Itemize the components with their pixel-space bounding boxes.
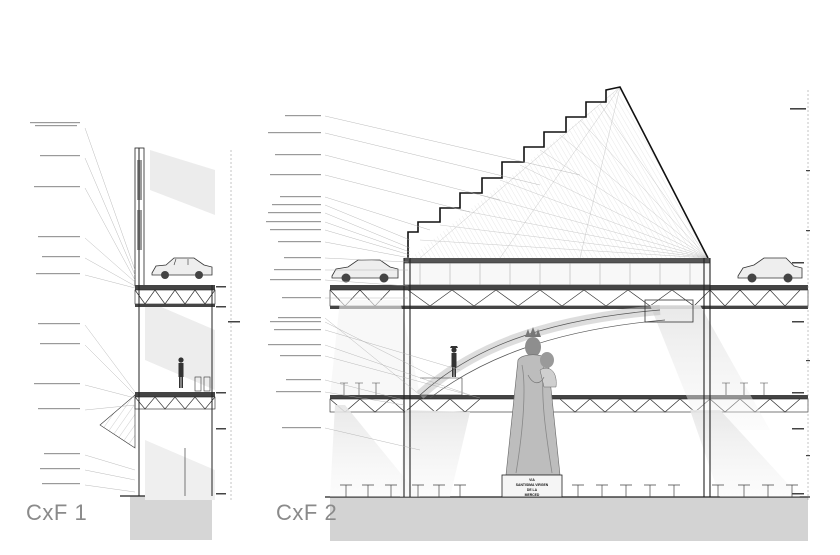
light-shaft: [145, 440, 215, 500]
person-silhouette: [178, 357, 184, 388]
roof-slab: [135, 285, 215, 290]
roof-slab-cxf2: [404, 258, 710, 263]
annotation-marks-cxf1: [30, 122, 80, 485]
suspended-ramp: [416, 299, 694, 399]
level-markers-cxf2: [790, 108, 806, 495]
car-silhouette-right: [737, 257, 803, 283]
section-label-cxf1: CxF 1: [26, 500, 88, 525]
plaque-line-4: MERCED: [525, 493, 540, 497]
section-label-cxf2: CxF 2: [276, 500, 338, 525]
light-beam: [400, 410, 470, 497]
annotation-leaders-cxf2: [324, 115, 581, 451]
virgin-statue: [505, 327, 561, 476]
plaque-line-3: DE LA: [527, 488, 538, 492]
plaque-line-1: VIA: [529, 478, 535, 482]
roof-cables: [419, 86, 709, 259]
ground-furniture: [340, 484, 798, 497]
annotation-leaders-cxf1: [84, 127, 136, 493]
ground-slab-cxf2: [330, 497, 808, 541]
stepped-roof-edge: [407, 86, 709, 259]
light-beam: [690, 410, 800, 497]
ground-slab-cxf1: [130, 496, 212, 540]
light-beam: [330, 300, 420, 395]
person-silhouette: [450, 346, 458, 377]
annotation-marks-cxf2: [266, 115, 321, 429]
car-silhouette-left: [331, 259, 399, 283]
statue-pedestal: [501, 474, 563, 498]
middle-floor-slab: [135, 392, 215, 397]
section-cxf2: VIA SANTISIMA VIRGEN DE LA MERCED: [266, 86, 810, 541]
car-silhouette: [151, 257, 213, 279]
light-beam: [330, 405, 420, 497]
section-cxf1: [30, 122, 240, 540]
roof-cable-net: [408, 87, 708, 260]
light-shaft: [145, 300, 215, 390]
plaque-line-2: SANTISIMA VIRGEN: [516, 483, 549, 487]
hatched-brace: [99, 394, 136, 449]
level-markers-cxf1: [216, 286, 240, 495]
light-shaft: [150, 150, 215, 215]
